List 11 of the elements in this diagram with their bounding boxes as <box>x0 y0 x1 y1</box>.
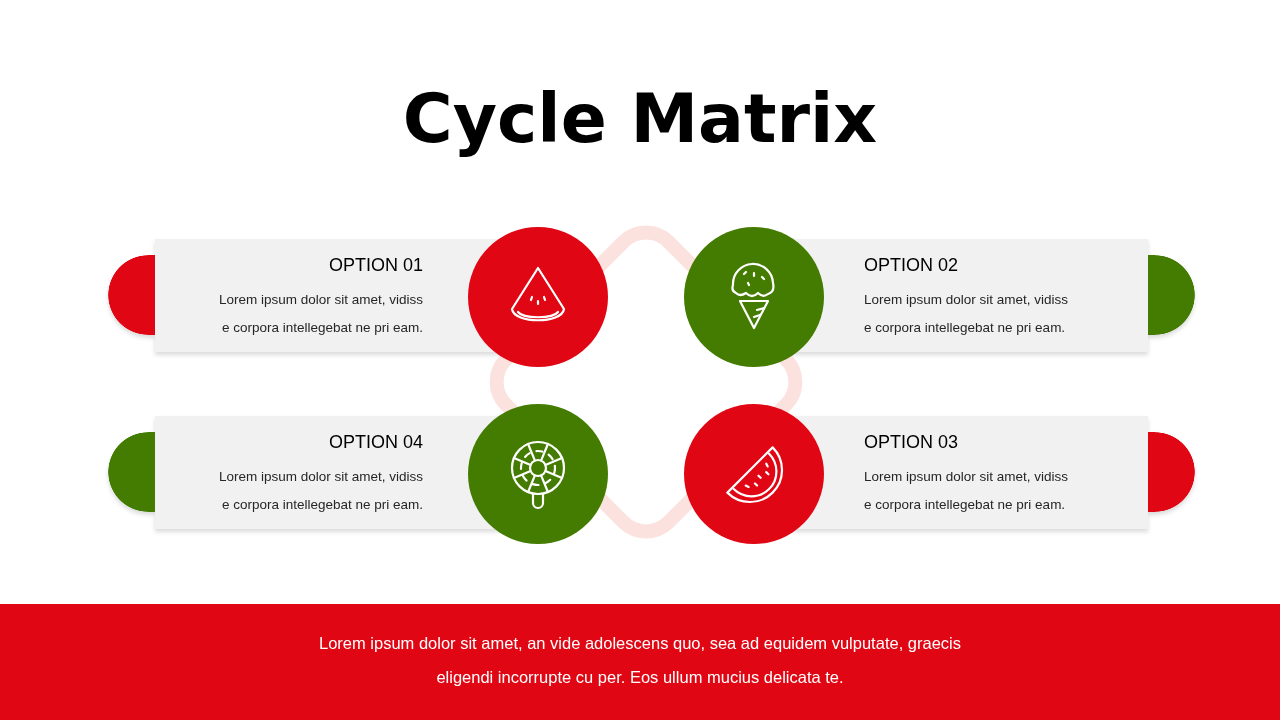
option-description: Lorem ipsum dolor sit amet, vidiss e corpora intellegebat ne pri eam. <box>217 468 423 514</box>
slide-title: Cycle Matrix <box>402 78 878 160</box>
option-heading: OPTION 01 <box>328 254 423 276</box>
option-description: Lorem ipsum dolor sit amet, vidiss e corpora intellegebat ne pri eam. <box>864 291 1070 337</box>
footer-text: Lorem ipsum dolor sit amet, an vide adolescens quo, sea ad equidem vulputate, graecis eligendi incorrupte cu per. Eos ullum mucius delicata te. <box>317 633 962 688</box>
option-heading: OPTION 03 <box>864 431 959 453</box>
option-heading: OPTION 02 <box>864 254 959 276</box>
footer-band <box>0 604 1280 720</box>
option-heading: OPTION 04 <box>328 431 423 453</box>
option-description: Lorem ipsum dolor sit amet, vidiss e corpora intellegebat ne pri eam. <box>217 291 423 337</box>
option-description: Lorem ipsum dolor sit amet, vidiss e corpora intellegebat ne pri eam. <box>864 468 1070 514</box>
